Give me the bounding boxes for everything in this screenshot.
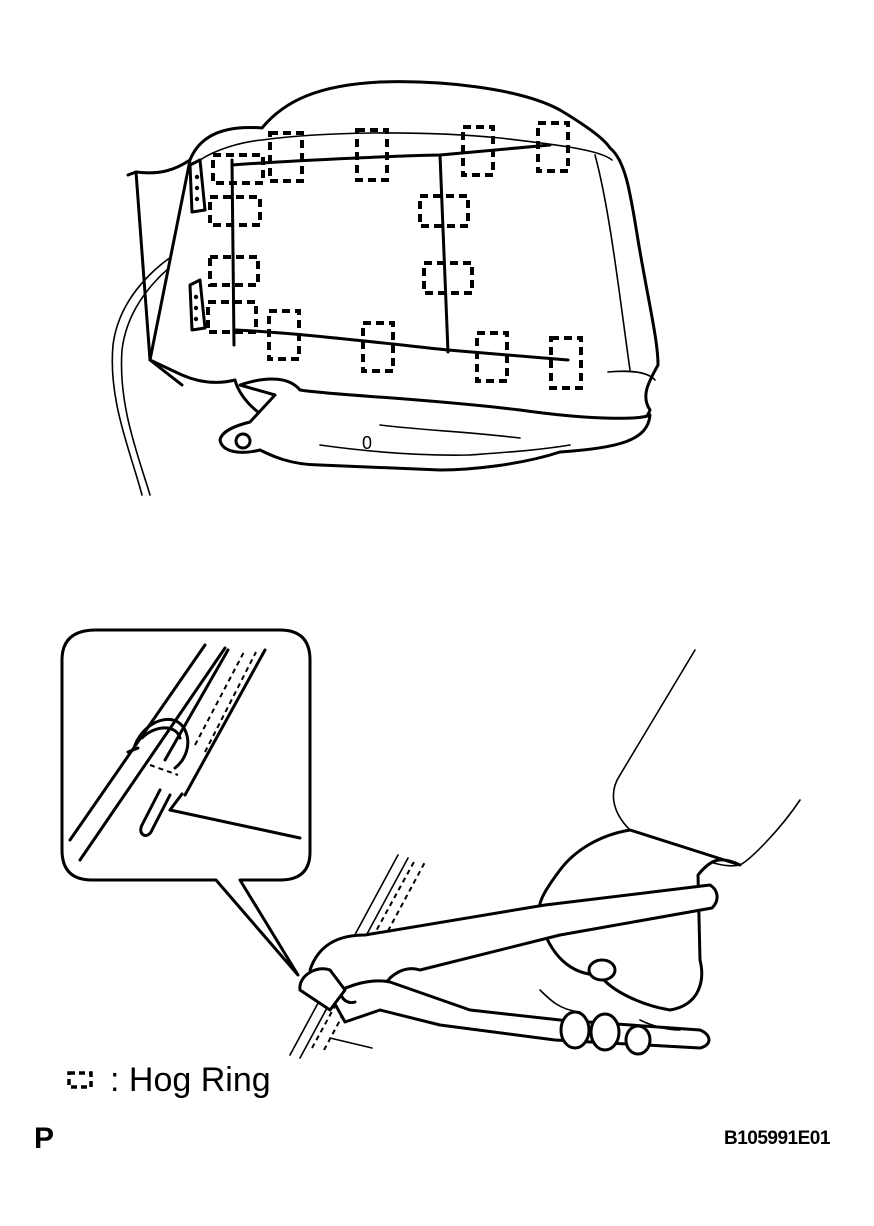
legend-text: Hog Ring [128,1060,271,1099]
legend: : Hog Ring [66,1058,271,1102]
seat-cushion-illustration: 0 [111,80,660,496]
hog-ring-detail-callout [60,628,312,977]
hog-ring-dashed-bracket-icon [67,1071,93,1089]
legend-label: : Hog Ring [110,1061,271,1100]
seat-marking: 0 [362,433,372,453]
panel-letter: P [34,1122,55,1155]
hand-with-pliers-illustration [289,649,801,1059]
hog-ring-markers [206,121,583,390]
legend-separator: : [110,1060,129,1099]
figure-code: B105991E01 [724,1128,830,1149]
